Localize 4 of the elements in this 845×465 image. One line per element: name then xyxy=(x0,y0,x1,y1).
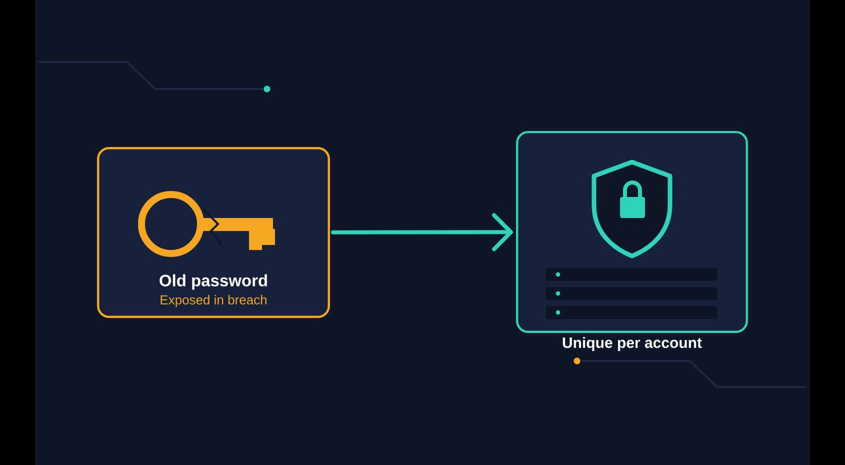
card-title: Old password xyxy=(160,274,267,290)
card-caption: Unique per account xyxy=(562,337,702,351)
arrow xyxy=(331,213,513,252)
card-subtitle: Exposed in breach xyxy=(160,294,266,308)
